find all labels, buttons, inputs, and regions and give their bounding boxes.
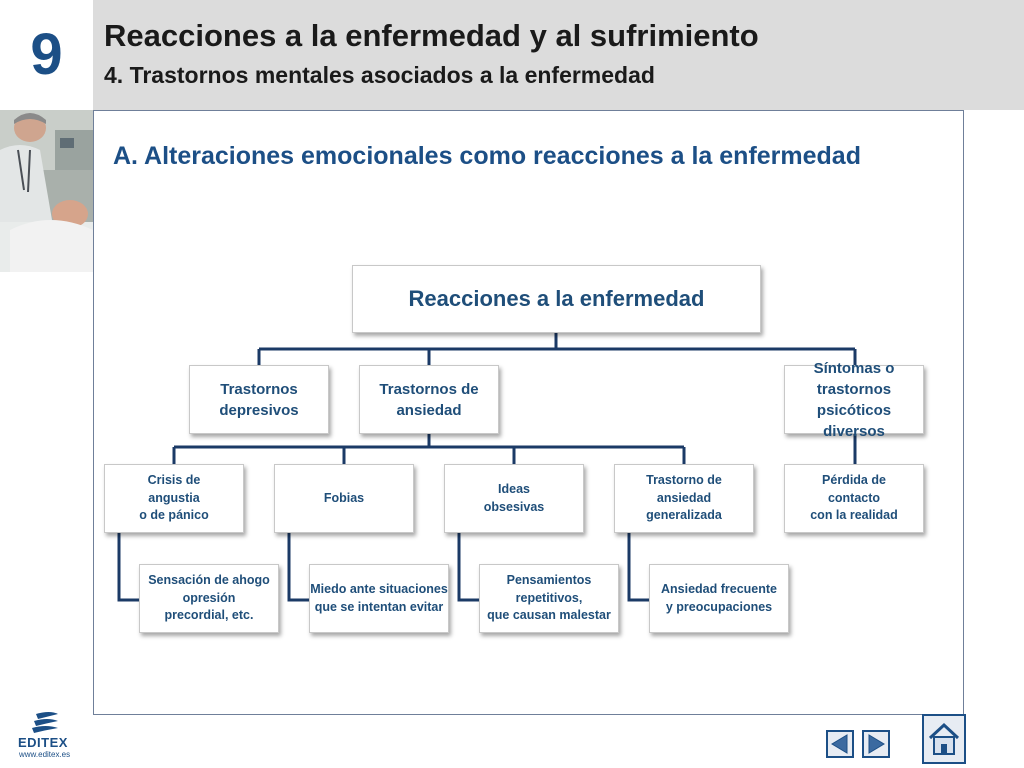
chapter-number: 9 bbox=[30, 22, 63, 87]
editex-logo-icon bbox=[32, 712, 58, 733]
home-icon bbox=[928, 722, 960, 755]
node-trastornos-ansiedad: Trastornos de ansiedad bbox=[359, 365, 499, 434]
previous-icon bbox=[831, 734, 848, 754]
page-subtitle: 4. Trastornos mentales asociados a la en… bbox=[104, 62, 655, 88]
next-button[interactable] bbox=[862, 730, 890, 758]
node-sensacion-ahogo: Sensación de ahogo opresión precordial, … bbox=[139, 564, 279, 633]
node-miedo-situaciones: Miedo ante situaciones que se intentan e… bbox=[309, 564, 449, 633]
page-title: Reacciones a la enfermedad y al sufrimie… bbox=[104, 18, 759, 53]
next-icon bbox=[868, 734, 885, 754]
node-pensamientos-repetitivos: Pensamientos repetitivos, que causan mal… bbox=[479, 564, 619, 633]
node-crisis-angustia: Crisis de angustia o de pánico bbox=[104, 464, 244, 533]
node-trastornos-depresivos: Trastornos depresivos bbox=[189, 365, 329, 434]
header-band bbox=[93, 0, 1024, 110]
node-ideas-obsesivas: Ideas obsesivas bbox=[444, 464, 584, 533]
node-perdida-contacto: Pérdida de contacto con la realidad bbox=[784, 464, 924, 533]
hospital-photo bbox=[0, 110, 93, 272]
home-button[interactable] bbox=[922, 714, 966, 764]
node-root: Reacciones a la enfermedad bbox=[352, 265, 761, 333]
logo-url: www.editex.es bbox=[19, 750, 71, 759]
node-ansiedad-frecuente: Ansiedad frecuente y preocupaciones bbox=[649, 564, 789, 633]
section-title: A. Alteraciones emocionales como reaccio… bbox=[113, 142, 861, 170]
previous-button[interactable] bbox=[826, 730, 854, 758]
node-fobias: Fobias bbox=[274, 464, 414, 533]
logo-text: EDITEX bbox=[18, 735, 68, 750]
node-sintomas-psicoticos: Síntomas o trastornos psicóticos diverso… bbox=[784, 360, 924, 440]
node-ansiedad-generalizada: Trastorno de ansiedad generalizada bbox=[614, 464, 754, 533]
